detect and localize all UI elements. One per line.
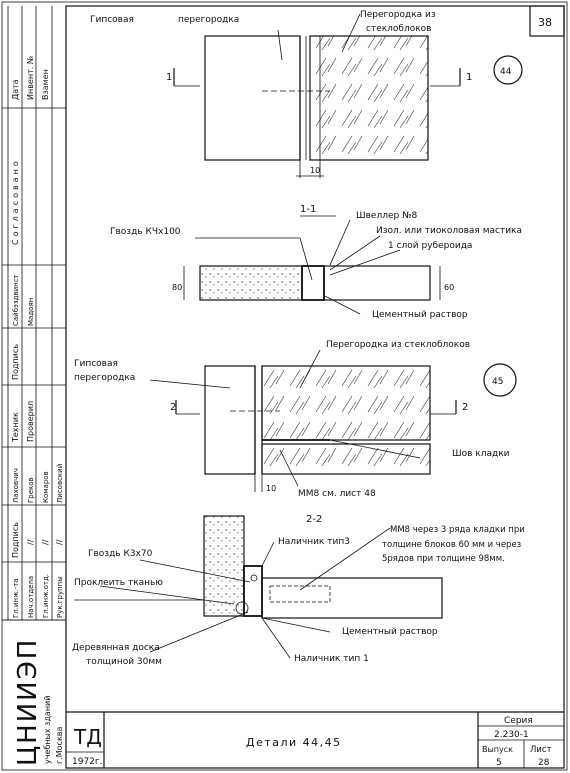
margin-name-2: Греков [27,477,35,503]
d45-cut-left: 2 [170,402,176,413]
d45-badge: 45 [492,377,503,387]
d45-cut-right: 2 [462,402,468,413]
margin-ditto-2: // [41,539,50,545]
s11-insulation: Изол. или тиоколовая мастика [376,226,522,236]
s22-trim3: Наличник тип3 [278,537,350,547]
s11-nail: Гвоздь КЧх100 [110,227,181,237]
margin-name-4: Лисовский [56,464,64,503]
s22-board-1: Деревянная доска [72,643,160,653]
title-text: Детали 44,45 [246,736,342,749]
s22-glue: Проклеить тканью [74,578,163,588]
d44-cut-right: 1 [466,72,472,83]
margin-date: Дата [11,79,20,100]
section-1-1 [183,215,441,315]
margin-ditto-1: // [26,539,35,545]
series-label: Серия [504,716,533,726]
s11-mortar: Цементный раствор [372,310,468,320]
org-sub2: г.Москва [55,727,64,764]
d45-seam: Шов кладки [452,449,510,459]
series-value: 2.230-1 [494,730,529,740]
list-value: 28 [538,758,550,768]
d45-gypsum: Гипсовая [74,359,118,369]
sheet-number: 38 [538,16,552,29]
s11-dim-60: 60 [444,283,454,292]
org-sub1: учебных зданий [43,696,52,764]
d44-gypsum: Гипсовая [90,15,134,25]
issue-label: Выпуск [482,745,513,754]
s22-board-2: толщиной 30мм [86,657,162,667]
margin-pos-4: Рук.группы [56,576,64,618]
margin-pos-3: Гл.инж.отд. [42,574,50,618]
detail-44 [173,13,523,178]
s22-nail: Гвоздь К3х70 [88,549,153,559]
org-name: ЦНИИЭП [13,638,43,766]
d44-glass-1: Перегородка из [360,10,436,20]
margin-inventory: Инвент. № [26,55,35,100]
s22-note-1: ММ8 через 3 ряда кладки при [390,525,525,535]
inner-frame [65,5,565,769]
margin-sign: Подпись [11,344,20,380]
d45-dim-10: 10 [266,484,276,493]
title-stamp: ТД [73,725,102,749]
s11-channel: Швеллер №8 [356,211,417,221]
title-block [66,711,564,768]
s11-roofing: 1 слой рубероида [388,241,472,251]
section-2-2 [74,515,443,659]
margin-col1-b: Мадоян [27,298,35,326]
list-label: Лист [530,745,552,755]
s11-dim-80: 80 [172,283,182,292]
s22-mortar: Цементный раствор [342,627,438,637]
s22-note-2: толщине блоков 60 мм и через [382,540,522,550]
margin-name-3: Комаров [42,471,50,503]
margin-sign-2: Подпись [11,522,20,558]
d44-badge: 44 [500,67,512,77]
s11-title: 1-1 [300,204,316,215]
margin-replaces: Взамен [41,69,50,100]
d44-partition: перегородка [178,15,239,25]
issue-value: 5 [496,758,502,768]
margin-name-1: Лаховчич [12,468,20,503]
margin-pos-2: Нач.отдела [27,576,35,618]
sheet-number-box [529,5,565,37]
s22-trim1: Наличник тип 1 [294,654,369,664]
detail-45 [149,349,517,492]
s22-title: 2-2 [306,514,322,525]
d45-rod: ММ8 см. лист 48 [298,489,376,499]
margin-ditto-3: // [55,539,64,545]
d45-partition: перегородка [74,373,135,383]
title-year: 1972г. [72,757,103,767]
d44-cut-left: 1 [166,72,172,83]
margin-col1-a: Сайбэздвинст [12,274,20,326]
margin-role-tech: Техник [11,412,20,443]
d45-glass: Перегородка из стеклоблоков [326,340,470,350]
d44-glass-2: стеклоблоков [366,24,431,34]
margin-role-check: Проверил [26,401,35,442]
d44-dim-10: 10 [310,166,320,175]
s22-note-3: 5рядов при толщине 98мм. [382,554,505,564]
margin-pos-1: Гл.инж.-та [12,578,20,618]
margin-agreed: Согласовано [11,158,20,245]
